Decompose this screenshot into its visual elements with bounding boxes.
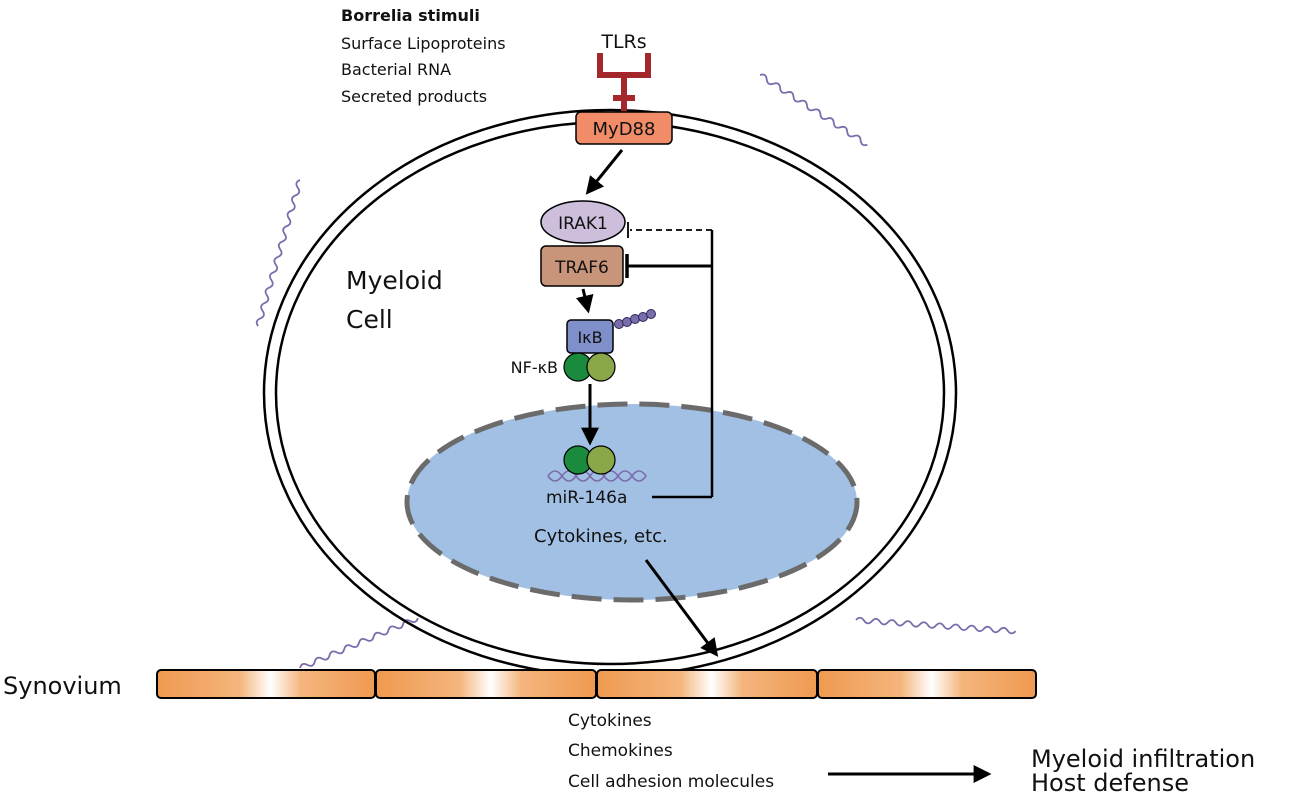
myd88-label: MyD88 — [593, 119, 656, 140]
mir146a-label: miR-146a — [546, 488, 627, 508]
ikb-box — [566, 319, 614, 354]
output-item: Cell adhesion molecules — [568, 772, 774, 792]
stimuli-title: Borrelia stimuli — [341, 6, 480, 25]
output-item: Chemokines — [568, 741, 673, 761]
traf6-box — [540, 245, 624, 287]
nuclear-products-label: Cytokines, etc. — [534, 526, 668, 547]
irak1-label: IRAK1 — [558, 214, 608, 234]
cell-label: Cell — [346, 305, 393, 334]
stimuli-item: Bacterial RNA — [341, 60, 451, 79]
spirochete-bottom-left — [299, 617, 419, 669]
synovium-segment — [817, 669, 1037, 699]
result-label: Host defense — [1031, 769, 1189, 797]
nfkb-nuclear-subunit-2 — [586, 445, 616, 475]
synovium-tissue — [156, 669, 1037, 699]
tlr-label: TLRs — [600, 31, 646, 53]
output-item: Cytokines — [568, 711, 652, 731]
cell-label: Myeloid — [346, 266, 443, 295]
spirochete-left — [255, 179, 301, 327]
arrow-traf6-to-ikb — [575, 288, 594, 314]
synovium-segment — [596, 669, 818, 699]
nucleus — [404, 401, 860, 603]
result-label: Myeloid infiltration — [1031, 745, 1255, 773]
stimuli-item: Secreted products — [341, 87, 487, 106]
myd88-box — [575, 111, 673, 145]
nfkb-subunit-2 — [586, 352, 616, 382]
arrow-products-to-synovium — [644, 559, 719, 657]
synovium-segment — [156, 669, 376, 699]
synovium-segment — [375, 669, 597, 699]
synovium-label: Synovium — [3, 672, 122, 700]
arrow-myd88-to-irak1 — [585, 149, 624, 195]
spirochete-top-right — [759, 73, 868, 147]
irak1-ellipse — [540, 200, 626, 244]
nfkb-label: NF-κB — [511, 358, 558, 377]
traf6-label: TRAF6 — [554, 258, 609, 278]
phosphate-chain-icon — [614, 309, 656, 329]
stimuli-item: Surface Lipoproteins — [341, 34, 506, 53]
ikb-label: IκB — [577, 328, 602, 347]
tlr-receptor-icon — [597, 53, 651, 112]
spirochete-bottom-right — [855, 616, 1017, 635]
